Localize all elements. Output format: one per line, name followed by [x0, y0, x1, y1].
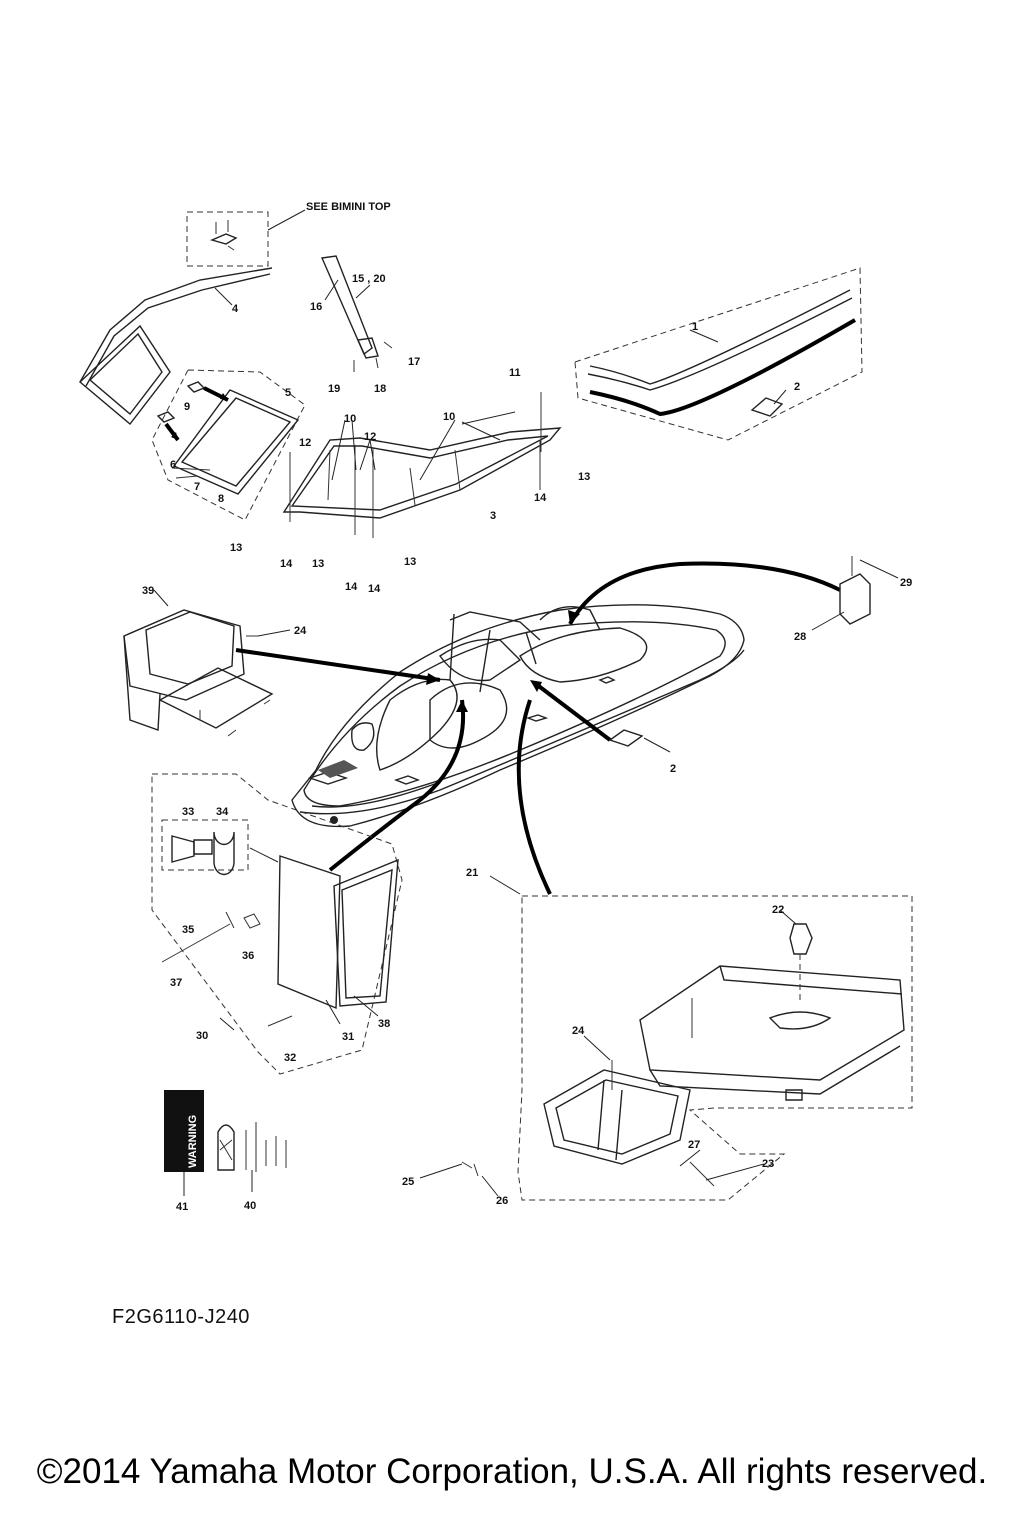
boat-hull: [291, 604, 745, 828]
callout-26: 26: [496, 1195, 508, 1207]
callout-8: 8: [218, 493, 224, 505]
glove-box-part: [123, 589, 291, 737]
callout-29: 29: [900, 577, 912, 589]
callout-13b: 13: [230, 542, 242, 554]
callout-2a: 2: [794, 381, 800, 393]
callout-24b: 24: [572, 1025, 585, 1037]
callout-28: 28: [794, 631, 806, 643]
callout-15-20: 15 , 20: [352, 273, 386, 285]
callout-14a: 14: [534, 492, 547, 504]
callout-41: 41: [176, 1201, 188, 1213]
callout-25: 25: [402, 1176, 414, 1188]
copyright-notice: ©2014 Yamaha Motor Corporation, U.S.A. A…: [36, 1452, 988, 1491]
callout-35: 35: [182, 924, 194, 936]
callout-36: 36: [242, 950, 254, 962]
callout-labels: 1 2 2 3 4 5 6 7 8 9 10 10 11 12 12 13 13…: [142, 273, 912, 1213]
callout-6: 6: [170, 459, 176, 471]
hull-small-parts: [608, 556, 899, 753]
callout-27: 27: [688, 1139, 700, 1151]
callout-31: 31: [342, 1031, 354, 1043]
callout-21: 21: [466, 867, 478, 879]
callout-33: 33: [182, 806, 194, 818]
callout-10b: 10: [443, 411, 455, 423]
callout-14d: 14: [368, 583, 381, 595]
callout-18: 18: [374, 383, 386, 395]
callout-22: 22: [772, 904, 784, 916]
callout-34: 34: [216, 806, 229, 818]
callout-38: 38: [378, 1018, 390, 1030]
callout-10a: 10: [344, 413, 356, 425]
callout-11: 11: [509, 367, 521, 379]
callout-2b: 2: [670, 763, 676, 775]
seat-storage-group: [419, 875, 913, 1201]
callout-3: 3: [490, 510, 496, 522]
see-bimini-top-label: SEE BIMINI TOP: [306, 201, 391, 213]
callout-12b: 12: [364, 431, 376, 443]
drawing-code: F2G6110-J240: [112, 1306, 250, 1328]
callout-39: 39: [142, 585, 154, 597]
manual-warning-text: WARNING: [187, 1115, 199, 1168]
callout-19: 19: [328, 383, 340, 395]
connector-arrows: [235, 561, 841, 895]
windshield-frame-part: [78, 267, 273, 426]
callout-40: 40: [244, 1200, 256, 1212]
callout-37: 37: [170, 977, 182, 989]
callout-4: 4: [232, 303, 239, 315]
callout-16: 16: [310, 301, 322, 313]
callout-1: 1: [692, 321, 698, 333]
callout-13c: 13: [312, 558, 324, 570]
callout-32: 32: [284, 1052, 296, 1064]
owners-manual: [164, 1090, 204, 1172]
callout-12a: 12: [299, 437, 311, 449]
callout-14b: 14: [280, 558, 293, 570]
bimini-top-inset: SEE BIMINI TOP: [186, 201, 391, 267]
callout-30: 30: [196, 1030, 208, 1042]
side-window-group: [151, 369, 306, 521]
callout-17: 17: [408, 356, 420, 368]
callout-23: 23: [762, 1158, 774, 1170]
callout-13a: 13: [578, 471, 590, 483]
callout-9: 9: [184, 401, 190, 413]
callout-5: 5: [285, 387, 291, 399]
callout-7: 7: [194, 481, 200, 493]
support-strut-part: [320, 255, 393, 372]
owner-manual-and-tools: WARNING: [164, 1090, 287, 1196]
windshield-main-part: [282, 392, 562, 538]
callout-14c: 14: [345, 581, 358, 593]
trim-inset: [574, 267, 863, 441]
callout-24a: 24: [294, 625, 307, 637]
callout-13d: 13: [404, 556, 416, 568]
storage-door-group: [151, 773, 403, 1075]
